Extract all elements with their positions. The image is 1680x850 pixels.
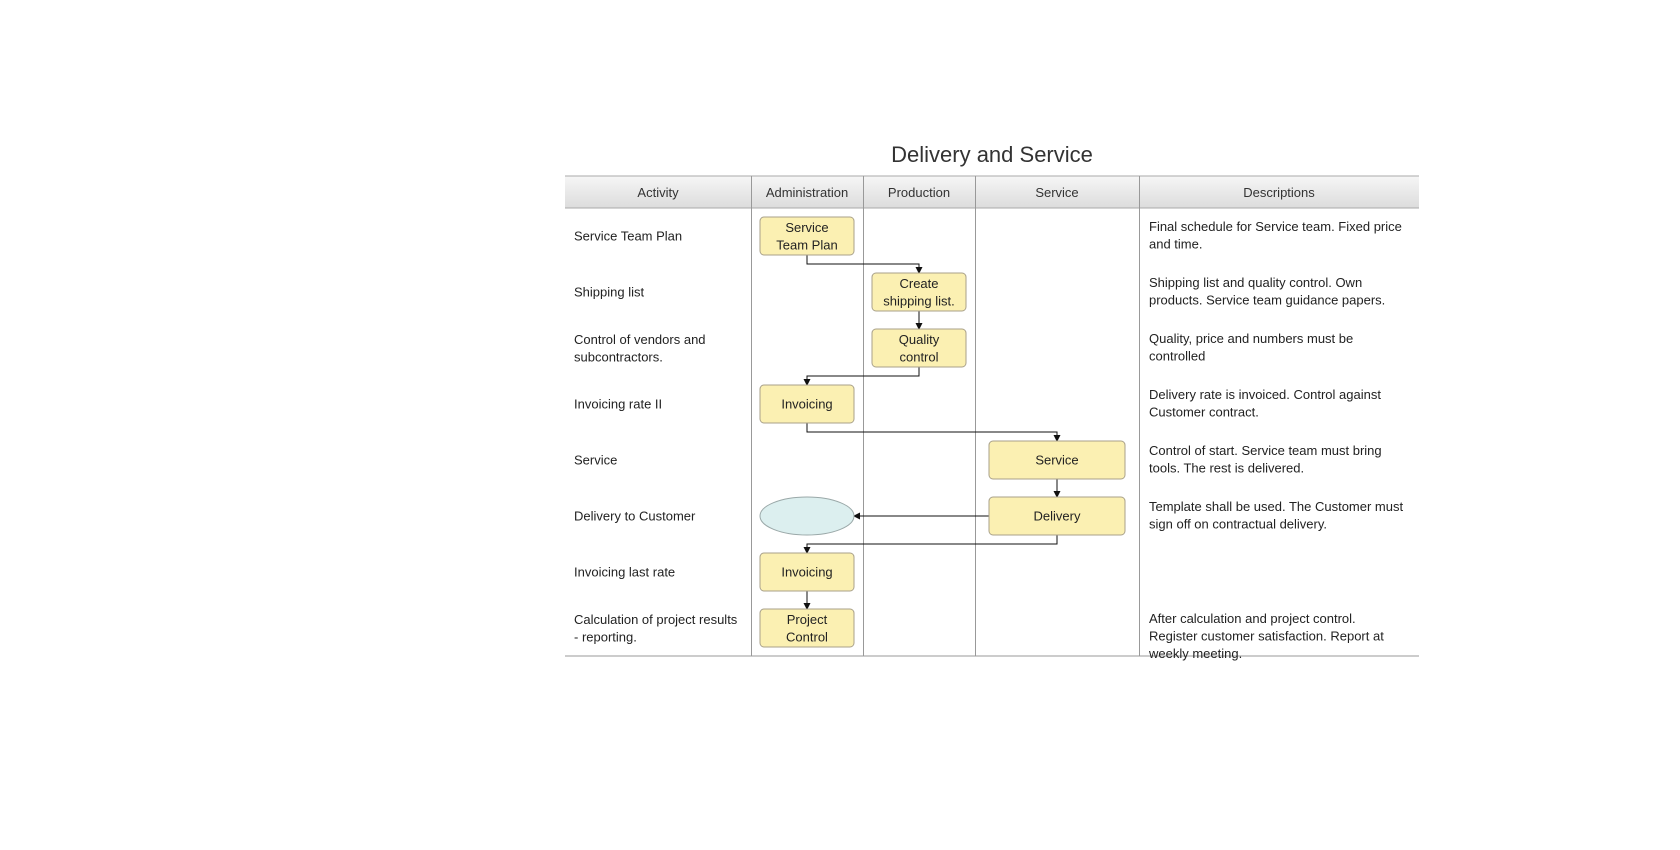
- activity-label: Invoicing last rate: [574, 565, 675, 580]
- node-invoicing-rate[interactable]: Invoicing: [759, 384, 855, 424]
- column-header-activity: Activity: [637, 185, 679, 200]
- connectors: [803, 255, 1061, 610]
- connector-service-team-plan-to-create-shipping-list: [806, 255, 923, 274]
- node-label: Service: [1035, 453, 1078, 468]
- terminal-shape[interactable]: [759, 496, 855, 536]
- activity-label: Service Team Plan: [574, 229, 682, 244]
- activity-label: Calculation of project results- reportin…: [574, 612, 738, 645]
- connector-invoicing-rate-to-service: [806, 423, 1061, 442]
- description-text: Final schedule for Service team. Fixed p…: [1149, 219, 1402, 252]
- process-box[interactable]: [988, 440, 1126, 480]
- process-box[interactable]: [988, 496, 1126, 536]
- column-header-administration: Administration: [766, 185, 848, 200]
- description-text: After calculation and project control.Re…: [1148, 611, 1384, 661]
- process-box[interactable]: [759, 552, 855, 592]
- activity-label: Invoicing rate II: [574, 397, 662, 412]
- process-box[interactable]: [759, 384, 855, 424]
- node-label: Invoicing: [781, 397, 832, 412]
- description-text: Delivery rate is invoiced. Control again…: [1149, 387, 1381, 420]
- process-box[interactable]: [759, 608, 855, 648]
- column-header-production: Production: [888, 185, 950, 200]
- node-delivery[interactable]: Delivery: [988, 496, 1126, 536]
- node-label: Invoicing: [781, 565, 832, 580]
- node-label: Delivery: [1034, 509, 1081, 524]
- connector-delivery-to-invoicing-last: [803, 535, 1058, 554]
- description-text: Control of start. Service team must brin…: [1149, 443, 1382, 476]
- connector-quality-control-to-invoicing-rate: [803, 367, 920, 386]
- process-box[interactable]: [759, 216, 855, 256]
- node-service[interactable]: Service: [988, 440, 1126, 480]
- activity-label: Shipping list: [574, 285, 644, 300]
- process-box[interactable]: [871, 328, 967, 368]
- node-invoicing-last[interactable]: Invoicing: [759, 552, 855, 592]
- column-header-descriptions: Descriptions: [1243, 185, 1315, 200]
- description-text: Template shall be used. The Customer mus…: [1149, 499, 1403, 532]
- activity-label: Delivery to Customer: [574, 509, 696, 524]
- column-header-service: Service: [1035, 185, 1078, 200]
- node-customer-terminal[interactable]: [759, 496, 855, 536]
- activity-label: Service: [574, 453, 617, 468]
- process-box[interactable]: [871, 272, 967, 312]
- header-band: [565, 176, 1419, 208]
- diagram-title: Delivery and Service: [891, 142, 1093, 167]
